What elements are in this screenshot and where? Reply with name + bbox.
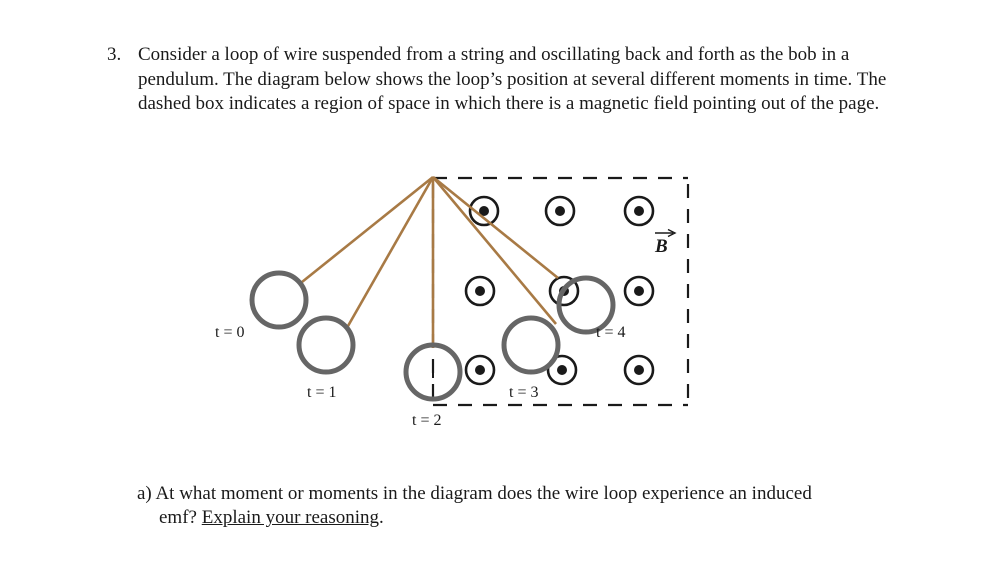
time-label-1: t = 1 bbox=[307, 384, 336, 401]
time-label-0: t = 0 bbox=[215, 324, 244, 341]
question-text-line1: a) At what moment or moments in the diag… bbox=[137, 483, 812, 504]
vector-arrow-head bbox=[667, 228, 677, 238]
question-explain: Explain your reasoning bbox=[201, 507, 380, 528]
pendulum-string-1 bbox=[346, 176, 435, 327]
wire-loop-2 bbox=[403, 342, 463, 402]
field-label-b: B bbox=[654, 236, 668, 257]
question-text-line2: emf? Explain your reasoning. bbox=[137, 506, 897, 530]
wire-loop-4 bbox=[556, 275, 616, 335]
question-a: a) At what moment or moments in the diag… bbox=[137, 482, 897, 530]
time-label-2: t = 2 bbox=[412, 412, 441, 429]
problem-text: Consider a loop of wire suspended from a… bbox=[138, 44, 887, 114]
field-out-of-page-icon bbox=[544, 195, 576, 227]
wire-loop-0 bbox=[249, 270, 309, 330]
field-out-of-page-icon bbox=[623, 354, 655, 386]
field-out-of-page-icon bbox=[546, 354, 578, 386]
wire-loops bbox=[249, 270, 616, 402]
question-period: . bbox=[379, 507, 384, 528]
field-out-of-page-icon bbox=[623, 195, 655, 227]
field-out-of-page-icon bbox=[623, 275, 655, 307]
wire-loop-3 bbox=[501, 315, 561, 375]
wire-loop-1 bbox=[296, 315, 356, 375]
pendulum-string-3 bbox=[432, 176, 557, 325]
pendulum-string-4 bbox=[432, 175, 559, 280]
pendulum-strings bbox=[301, 175, 559, 378]
field-out-of-page-icon bbox=[468, 195, 500, 227]
field-vector-label: B bbox=[654, 228, 677, 257]
problem-number: 3. bbox=[107, 44, 122, 65]
pendulum-string-0 bbox=[301, 175, 434, 284]
question-emf: emf? bbox=[159, 507, 197, 528]
field-out-of-page-icon bbox=[464, 354, 496, 386]
time-label-4: t = 4 bbox=[596, 324, 625, 341]
field-out-of-page-icon bbox=[464, 275, 496, 307]
time-label-3: t = 3 bbox=[509, 384, 538, 401]
